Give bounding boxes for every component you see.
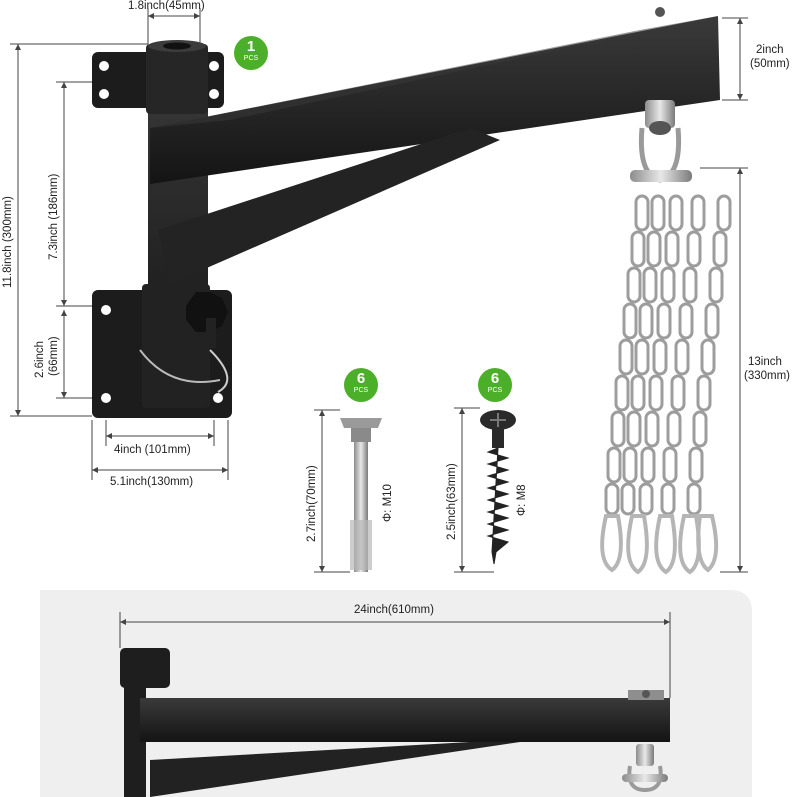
hanging-chains <box>604 194 732 516</box>
arm-length-label: 24inch(610mm) <box>354 604 434 616</box>
arm-height-inch-label: 2inch <box>756 44 784 56</box>
chain-length-mm-label: (330mm) <box>744 370 791 382</box>
plate-width-label: 5.1inch(130mm) <box>110 476 194 488</box>
wall-bracket <box>92 7 720 418</box>
bolt-length-label: 2.7inch(70mm) <box>306 465 318 542</box>
screw-quantity-badge: 6 PCS <box>478 368 512 402</box>
plate-height-mm-label: (66mm) <box>48 336 60 376</box>
badge-unit: PCS <box>353 387 369 394</box>
plate-height-inch-label: 2.6inch <box>34 340 46 378</box>
badge-unit: PCS <box>243 55 259 62</box>
carabiners <box>600 514 719 575</box>
badge-count: 1 <box>246 38 256 55</box>
bolt-diameter-label: Φ: M10 <box>382 484 394 522</box>
expansion-bolt <box>340 418 382 572</box>
chain-length-inch-label: 13inch <box>748 356 782 368</box>
screw-diameter-label: Φ: M8 <box>516 484 528 516</box>
arm-height-mm-label: (50mm) <box>750 58 790 70</box>
badge-unit: PCS <box>487 387 503 394</box>
side-view-panel <box>40 590 752 797</box>
badge-count: 6 <box>356 370 366 387</box>
top-width-label: 1.8inch(45mm) <box>128 0 205 12</box>
lag-screw <box>480 410 516 565</box>
post-height-label: 7.3inch (186mm) <box>48 173 60 260</box>
hole-spacing-label: 4inch (101mm) <box>114 444 191 456</box>
total-height-label: 11.8inch (300mm) <box>2 196 14 288</box>
badge-count: 6 <box>490 370 500 387</box>
bracket-quantity-badge: 1 PCS <box>234 36 268 70</box>
side-view-bracket <box>120 648 670 797</box>
dimension-lines <box>10 8 748 698</box>
bolt-quantity-badge: 6 PCS <box>344 368 378 402</box>
screw-length-label: 2.5inch(63mm) <box>446 463 458 540</box>
